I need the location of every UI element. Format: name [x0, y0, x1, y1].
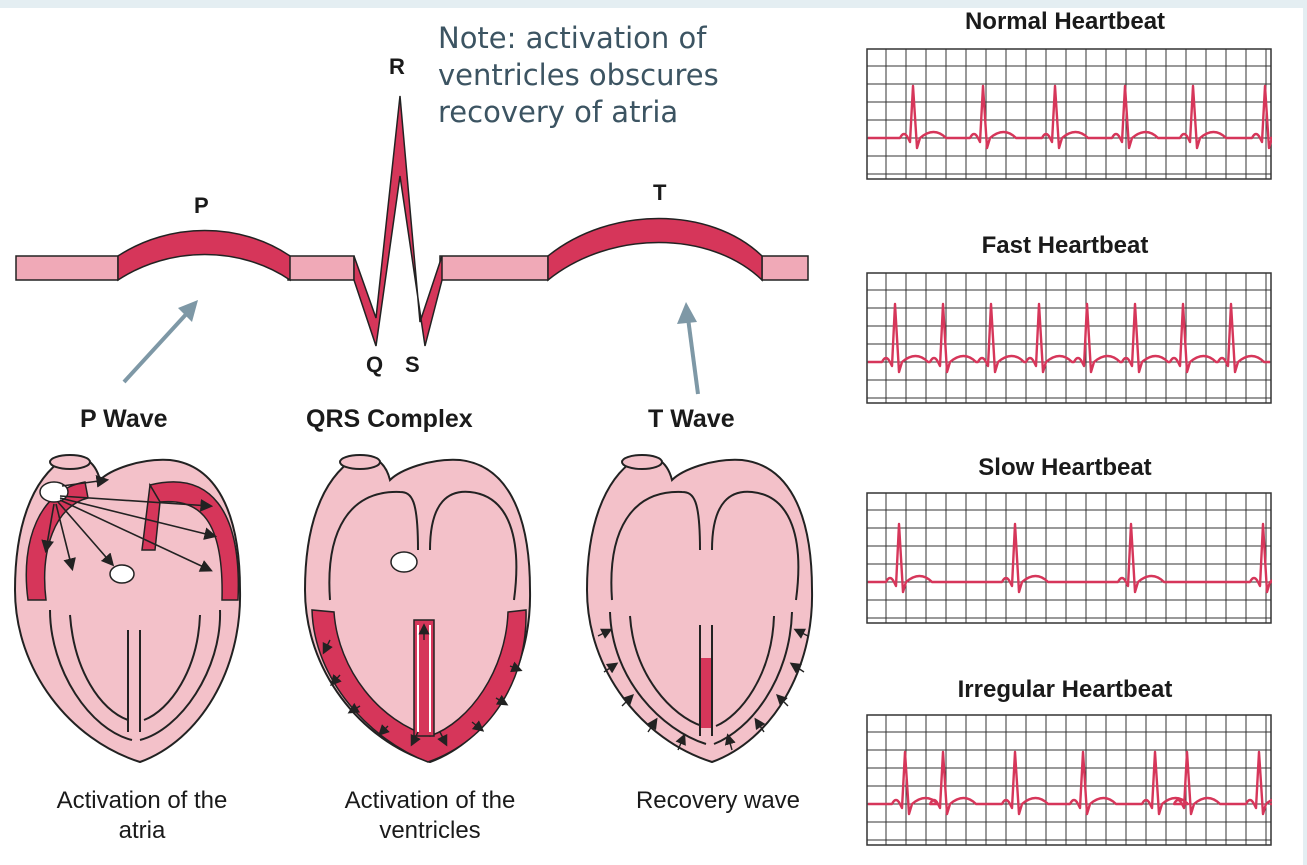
av-node-1	[109, 564, 135, 584]
ventricle-lines-3	[609, 611, 793, 745]
baseline-segment-2	[287, 255, 355, 281]
note-line-3: recovery of atria	[438, 95, 679, 129]
ecg-grid-frame	[866, 48, 1272, 180]
av-node-2	[390, 551, 418, 573]
label-p: P	[194, 193, 209, 218]
heart-qrs-complex	[303, 454, 532, 764]
heart-t-wave	[585, 454, 814, 764]
label-t: T	[653, 180, 667, 205]
left-atrium-active	[148, 481, 240, 601]
label-q: Q	[366, 352, 384, 377]
p-wave-band	[117, 229, 291, 282]
section-title-t-wave: T Wave	[648, 405, 735, 433]
ecg-grid-frame	[866, 714, 1272, 846]
septum-recovery-3	[701, 658, 711, 728]
vessel-opening-2	[339, 454, 381, 470]
ecg-trace	[868, 750, 1272, 816]
t-wave-band	[547, 217, 763, 282]
right-border	[1303, 0, 1307, 865]
qrs-complex	[353, 95, 443, 347]
note-text: Note: activation of ventricles obscures …	[438, 20, 758, 131]
ecg-trace	[868, 84, 1272, 150]
arrow-to-t-wave	[677, 302, 700, 395]
caption-qrs-line-1: Activation of the	[344, 787, 516, 814]
ecg-strip-slow	[866, 492, 1272, 624]
ventricle-lines-2	[417, 625, 431, 732]
top-border	[0, 0, 1307, 8]
ventricle-lines-1	[49, 609, 222, 741]
vessel-opening-3	[621, 454, 663, 470]
note-line-2: ventricles obscures	[438, 58, 719, 92]
ecg-title-normal: Normal Heartbeat	[964, 8, 1166, 35]
ecg-waveform	[15, 95, 809, 395]
note-line-1: Note: activation of	[438, 21, 707, 55]
heart-illustrations	[13, 454, 814, 764]
arrow-to-p-wave	[122, 300, 198, 384]
label-s: S	[405, 352, 420, 377]
section-title-qrs-complex: QRS Complex	[306, 405, 473, 433]
baseline-segment-1	[15, 255, 119, 281]
heart-p-wave	[13, 454, 242, 764]
vessel-opening-1	[49, 454, 91, 470]
caption-p-wave: Activation of the atria	[22, 786, 262, 846]
caption-qrs-line-2: ventricles	[379, 817, 481, 844]
ecg-trace	[868, 522, 1272, 594]
section-title-p-wave: P Wave	[80, 405, 168, 433]
ecg-grid-frame	[866, 492, 1272, 624]
activation-arrows-2	[322, 623, 523, 747]
caption-t-wave-line-1: Recovery wave	[635, 787, 801, 814]
septum-top-1	[141, 482, 161, 551]
ecg-trace	[868, 302, 1270, 374]
caption-t-wave: Recovery wave	[598, 786, 838, 816]
atria-outline-3	[610, 490, 800, 601]
recovery-arrows-3	[597, 628, 809, 751]
ecg-strip-normal	[866, 48, 1272, 180]
caption-p-wave-line-1: Activation of the	[56, 787, 228, 814]
sa-node	[39, 481, 69, 503]
activation-arrows-1	[41, 474, 218, 572]
label-r: R	[389, 54, 405, 79]
right-atrium-active	[25, 481, 89, 601]
ecg-title-fast: Fast Heartbeat	[981, 232, 1149, 259]
baseline-segment-4	[761, 255, 809, 281]
ecg-strip-fast	[866, 272, 1272, 404]
caption-p-wave-line-2: atria	[118, 817, 166, 844]
ecg-strip-irregular	[866, 714, 1272, 846]
atria-outline-2	[328, 490, 518, 601]
ecg-title-slow: Slow Heartbeat	[978, 454, 1152, 481]
baseline-segment-3	[439, 255, 549, 281]
caption-qrs-complex: Activation of the ventricles	[310, 786, 550, 846]
ecg-title-irregular: Irregular Heartbeat	[957, 676, 1173, 703]
ecg-grid-frame	[866, 272, 1272, 404]
